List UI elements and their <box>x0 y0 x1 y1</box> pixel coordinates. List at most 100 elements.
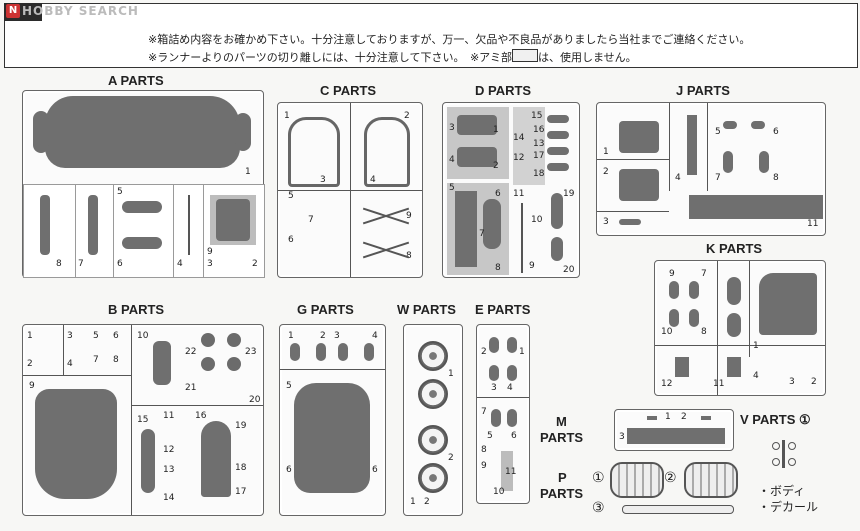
part-number: 8 <box>495 263 501 273</box>
part-number: 13 <box>163 465 175 475</box>
part-number: 17 <box>533 151 545 161</box>
part-number: 6 <box>288 235 294 245</box>
notice-header <box>4 3 858 68</box>
g-parts-label: G PARTS <box>297 302 354 317</box>
part-number: 16 <box>533 125 545 135</box>
part-number: 3 <box>491 383 497 393</box>
part-number: 1 <box>245 167 251 177</box>
part-number: 2 <box>603 167 609 177</box>
part-number: 1 <box>288 331 294 341</box>
part-number: 14 <box>513 133 525 143</box>
v-parts-clip <box>770 440 798 468</box>
part-number: 2 <box>681 412 687 422</box>
part-number: 7 <box>93 355 99 365</box>
part-number: 9 <box>29 381 35 391</box>
part-number: 9 <box>207 247 213 257</box>
part-number: 9 <box>529 261 535 271</box>
part-number: 15 <box>531 111 543 121</box>
c-parts-label: C PARTS <box>320 83 377 98</box>
part-number: 4 <box>507 383 513 393</box>
part-number: 6 <box>113 331 119 341</box>
part-number: 12 <box>513 153 525 163</box>
part-number: 2 <box>481 347 487 357</box>
part-number: 19 <box>563 189 575 199</box>
part-number: 19 <box>235 421 247 431</box>
part-number: 11 <box>505 467 517 477</box>
part-number: 3 <box>449 123 455 133</box>
part-number: 6 <box>773 127 779 137</box>
part-number: 1 <box>284 111 290 121</box>
part-number: 20 <box>249 395 261 405</box>
e-parts-label: E PARTS <box>475 302 531 317</box>
v-parts-label: V PARTS ① <box>740 412 811 427</box>
g-parts-sprue: 1 2 3 4 5 6 6 <box>279 324 386 516</box>
part-number: 8 <box>481 445 487 455</box>
part-number: 7 <box>308 215 314 225</box>
part-number: 7 <box>479 229 485 239</box>
part-number: 5 <box>286 381 292 391</box>
part-number: 2 <box>424 497 430 507</box>
m-parts-label-1: M <box>556 414 567 429</box>
part-number: 5 <box>449 183 455 193</box>
part-number: 5 <box>715 127 721 137</box>
part-number: 13 <box>533 139 545 149</box>
logo: N <box>6 4 20 18</box>
tire-part <box>684 462 738 498</box>
j-parts-label: J PARTS <box>676 83 730 98</box>
part-number: 7 <box>701 269 707 279</box>
notice-line-2: ※ランナーよりのパーツの切り離しには、十分注意して下さい。 ※アミ部は、使用しま… <box>148 49 637 64</box>
part-number: 2 <box>811 377 817 387</box>
part-number: 3 <box>619 432 625 442</box>
part-number: 10 <box>661 327 673 337</box>
part-number: 3 <box>207 259 213 269</box>
wheel-part <box>418 425 448 455</box>
part-number: 1 <box>519 347 525 357</box>
part-number: 11 <box>513 189 525 199</box>
w-parts-sprue: 1 2 1 2 <box>403 324 463 516</box>
part-number: 9 <box>669 269 675 279</box>
part-number: 21 <box>185 383 197 393</box>
part-number: 2 <box>320 331 326 341</box>
part-number: 18 <box>235 463 247 473</box>
part-number: 3 <box>67 331 73 341</box>
part-number: 9 <box>406 211 412 221</box>
chassis-part <box>45 96 240 168</box>
p-marker-1: ① <box>592 470 605 486</box>
part-number: 4 <box>177 259 183 269</box>
part-number: 5 <box>93 331 99 341</box>
part-number: 6 <box>117 259 123 269</box>
part-number: 11 <box>713 379 725 389</box>
part-number: 7 <box>78 259 84 269</box>
part-number: 11 <box>807 219 819 229</box>
wheel-part <box>418 463 448 493</box>
j-parts-sprue: 1 2 3 4 5 6 7 8 11 <box>596 102 826 236</box>
part-number: 4 <box>370 175 376 185</box>
p-parts-label-1: P <box>558 470 567 485</box>
part-number: 14 <box>163 493 175 503</box>
part-number: 15 <box>137 415 149 425</box>
part-number: 1 <box>410 497 416 507</box>
part-number: 10 <box>531 215 543 225</box>
p-marker-2: ② <box>664 470 677 486</box>
part-number: 6 <box>372 465 378 475</box>
part-number: 23 <box>245 347 257 357</box>
part-number: 10 <box>137 331 149 341</box>
legend-decal: ・デカール <box>758 500 819 514</box>
notice-line-1: ※箱詰め内容をお確かめ下さい。十分注意しておりますが、万一、欠品や不良品がありま… <box>148 33 751 46</box>
part-number: 1 <box>753 341 759 351</box>
part-number: 8 <box>56 259 62 269</box>
wheel-part <box>418 341 448 371</box>
part-number: 20 <box>563 265 575 275</box>
part-number: 1 <box>665 412 671 422</box>
part-number: 8 <box>701 327 707 337</box>
part-number: 4 <box>449 155 455 165</box>
part-number: 2 <box>404 111 410 121</box>
e-parts-sprue: 2 1 3 4 7 5 6 8 9 11 10 <box>476 324 530 504</box>
part-number: 2 <box>448 453 454 463</box>
watermark-text: HOBBY SEARCH <box>22 4 139 18</box>
m-parts-label-2: PARTS <box>540 430 584 445</box>
part-number: 1 <box>493 125 499 135</box>
legend-body: ・ボディ <box>758 484 806 498</box>
part-number: 1 <box>448 369 454 379</box>
part-number: 4 <box>675 173 681 183</box>
